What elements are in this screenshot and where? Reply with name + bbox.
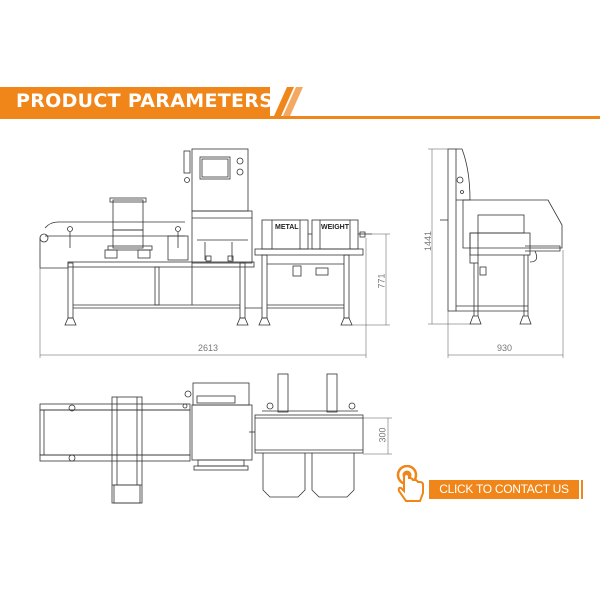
dim-belt-width-top: 300 (377, 427, 388, 443)
section-header: PRODUCT PARAMETERS (0, 87, 600, 119)
dim-height-front: 771 (376, 273, 387, 289)
front-view-drawing (39, 148, 372, 326)
header-bar (0, 87, 270, 116)
header-stripes-icon (274, 87, 303, 116)
dim-length-front: 2613 (198, 343, 219, 353)
side-view-drawing (440, 148, 563, 325)
hand-pointer-icon (396, 465, 424, 502)
metal-reject-bin-label: METAL (275, 224, 299, 231)
contact-us-label[interactable]: CLICK TO CONTACT US (429, 480, 583, 499)
contact-us-button[interactable]: CLICK TO CONTACT US (396, 465, 586, 505)
header-title: PRODUCT PARAMETERS (16, 90, 274, 112)
dim-height-side: 1441 (423, 230, 434, 252)
top-view-drawing (39, 373, 364, 504)
dim-depth-side: 930 (497, 343, 513, 353)
weight-reject-bin-label: WEIGHT (321, 224, 349, 231)
header-underline (0, 116, 600, 119)
